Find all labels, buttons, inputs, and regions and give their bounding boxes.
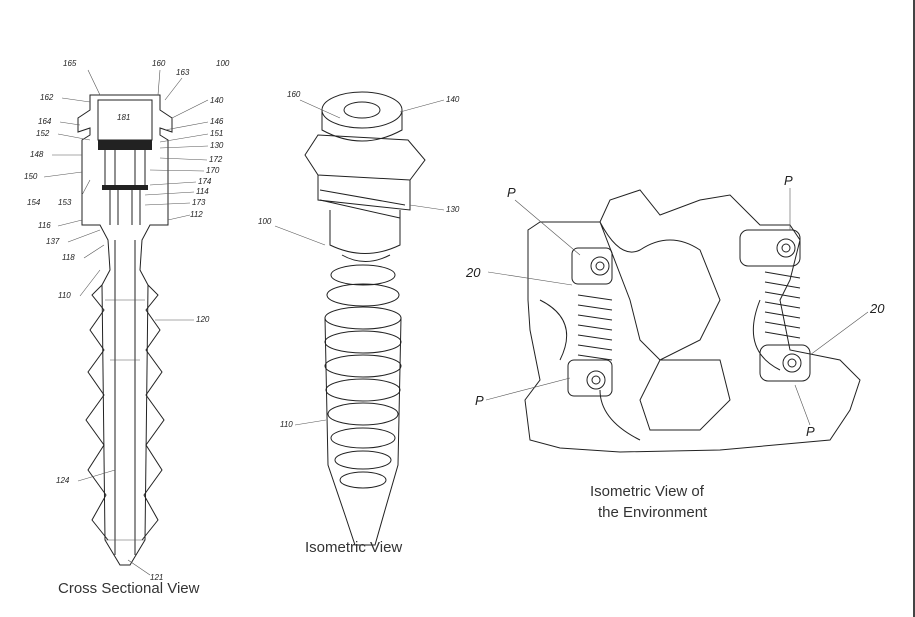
environment-drawing xyxy=(524,189,861,453)
svg-text:116: 116 xyxy=(38,221,51,230)
svg-text:100: 100 xyxy=(216,59,230,68)
svg-text:P: P xyxy=(475,393,484,408)
cross-section-drawing xyxy=(77,94,173,566)
svg-text:150: 150 xyxy=(24,172,38,181)
svg-text:181: 181 xyxy=(117,113,130,122)
svg-text:121: 121 xyxy=(150,573,163,582)
svg-text:112: 112 xyxy=(190,210,203,219)
svg-text:160: 160 xyxy=(152,59,166,68)
cross-section-labels: 165 160 163 100 162 140 164 181 146 152 … xyxy=(24,59,230,582)
svg-text:174: 174 xyxy=(198,177,212,186)
implant-right-bottom xyxy=(759,344,811,382)
svg-text:P: P xyxy=(806,424,815,439)
cross-section-caption: Cross Sectional View xyxy=(58,580,200,597)
isometric-labels: 160 140 130 100 110 xyxy=(258,90,460,429)
svg-text:137: 137 xyxy=(46,237,60,246)
svg-text:120: 120 xyxy=(196,315,210,324)
svg-text:140: 140 xyxy=(446,95,460,104)
svg-text:118: 118 xyxy=(62,253,75,262)
svg-text:160: 160 xyxy=(287,90,301,99)
svg-text:130: 130 xyxy=(446,205,460,214)
environment-labels: P P 20 20 P P xyxy=(465,173,885,439)
svg-text:165: 165 xyxy=(63,59,77,68)
svg-text:P: P xyxy=(507,185,516,200)
svg-text:130: 130 xyxy=(210,141,224,150)
svg-text:114: 114 xyxy=(196,187,209,196)
svg-text:163: 163 xyxy=(176,68,190,77)
svg-text:110: 110 xyxy=(58,291,71,300)
svg-text:154: 154 xyxy=(27,198,41,207)
svg-text:20: 20 xyxy=(465,265,481,280)
svg-text:P: P xyxy=(784,173,793,188)
svg-text:140: 140 xyxy=(210,96,224,105)
svg-text:164: 164 xyxy=(38,117,52,126)
implant-right-top xyxy=(739,229,801,267)
svg-text:100: 100 xyxy=(258,217,272,226)
implant-left-bottom xyxy=(567,359,613,397)
spring-left xyxy=(577,294,613,361)
svg-text:162: 162 xyxy=(40,93,54,102)
svg-text:110: 110 xyxy=(280,420,293,429)
svg-text:148: 148 xyxy=(30,150,44,159)
isometric-caption: Isometric View xyxy=(305,539,402,556)
environment-caption-line1: Isometric View of xyxy=(590,483,705,500)
svg-text:124: 124 xyxy=(56,476,70,485)
svg-text:152: 152 xyxy=(36,129,50,138)
spring-right xyxy=(764,271,801,339)
implant-left-top xyxy=(571,247,613,285)
isometric-drawing xyxy=(304,91,426,546)
svg-text:151: 151 xyxy=(210,129,223,138)
svg-text:172: 172 xyxy=(209,155,223,164)
svg-text:153: 153 xyxy=(58,198,72,207)
svg-text:170: 170 xyxy=(206,166,220,175)
environment-caption-line2: the Environment xyxy=(598,504,708,521)
svg-text:20: 20 xyxy=(869,301,885,316)
svg-text:146: 146 xyxy=(210,117,224,126)
svg-text:173: 173 xyxy=(192,198,206,207)
